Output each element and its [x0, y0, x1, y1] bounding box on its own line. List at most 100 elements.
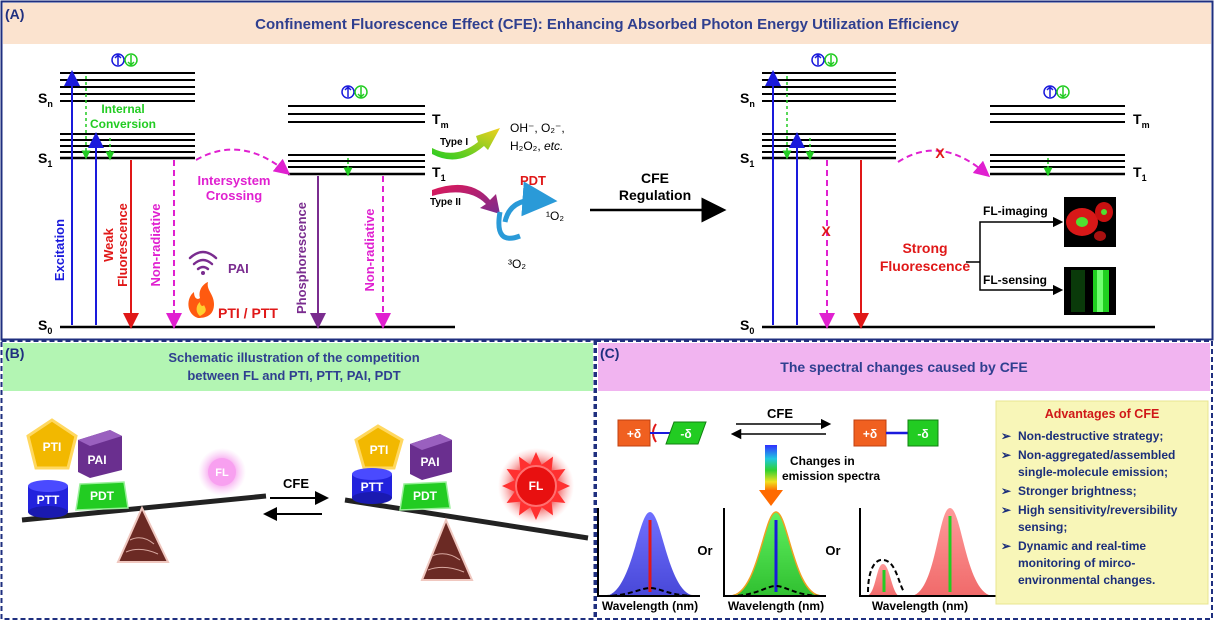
spin-parallel-icon-right — [1043, 85, 1070, 99]
label-sn-left: Sn — [38, 90, 53, 109]
blocked-isc-arrow — [897, 149, 991, 178]
advantage-item-2: Non-aggregated/assembled — [1018, 448, 1175, 462]
advantage-item-1: Non-destructive strategy; — [1018, 429, 1163, 443]
label-tm-left: Tm — [432, 111, 449, 130]
cfe-regulation-label-2: Regulation — [619, 187, 691, 203]
triplet-oxygen-label: ³O₂ — [508, 257, 526, 271]
fl-sensing-image — [1064, 267, 1116, 315]
svg-text:+δ: +δ — [863, 427, 877, 441]
xlabel-2: Wavelength (nm) — [728, 599, 824, 613]
non-radiative-label-2: Non-radiative — [362, 208, 377, 291]
planar-molecule: +δ -δ — [853, 419, 939, 447]
pti-ptt-label: PTI / PTT — [218, 305, 278, 321]
advantage-bullet-icon: ➢ — [1001, 484, 1012, 498]
svg-text:FL: FL — [215, 467, 229, 479]
advantage-bullet-icon: ➢ — [1001, 448, 1012, 462]
fl-imaging-label: FL-imaging — [983, 204, 1048, 218]
o2-cycle-arrow-top — [502, 181, 558, 223]
fire-icon — [188, 282, 214, 318]
changes-label-2: emission spectra — [782, 469, 880, 483]
panel-b-title-1: Schematic illustration of the competitio… — [168, 350, 419, 365]
spectrum-green — [723, 508, 826, 597]
label-tm-right: Tm — [1133, 111, 1150, 130]
application-bracket — [966, 221, 1058, 291]
advantage-item-4: High sensitivity/reversibility — [1018, 503, 1178, 517]
panel-a-header — [3, 3, 1211, 44]
jablonski-right — [762, 72, 1155, 329]
panel-b-header — [3, 343, 593, 391]
non-radiative-label: Non-radiative — [148, 203, 163, 286]
rainbow-down-arrow — [759, 445, 783, 506]
strong-fluorescence-label-2: Fluorescence — [880, 258, 970, 274]
svg-text:FL: FL — [529, 479, 544, 493]
blocked-isc-mark: X — [935, 145, 945, 161]
twisted-molecule: +δ -δ — [617, 419, 707, 447]
advantage-item-5: monitoring of mirco- — [1018, 556, 1135, 570]
internal-conversion-label-2: Conversion — [90, 117, 156, 131]
weak-fluorescence-label-1: Weak — [101, 227, 116, 261]
pdt-block-left: PDT — [75, 481, 129, 511]
type1-label: Type I — [440, 137, 468, 148]
cfe-label-b: CFE — [283, 476, 309, 491]
panel-a-tag: (A) — [5, 6, 24, 22]
advantage-bullet-icon: ➢ — [1001, 503, 1012, 517]
pdt-block-right: PDT — [399, 481, 451, 511]
blocked-nonradiative-mark: X — [821, 223, 831, 239]
isc-label-2: Crossing — [206, 188, 262, 203]
panel-c-title: The spectral changes caused by CFE — [780, 359, 1027, 375]
type1-arrow — [432, 128, 500, 160]
panel-a-frame — [0, 0, 1214, 341]
cfe-label-c: CFE — [767, 406, 793, 421]
spectrum-blue — [597, 508, 700, 597]
wifi-signal-icon — [188, 250, 218, 275]
ptt-block-left: PTT — [28, 480, 68, 518]
pai-label: PAI — [228, 261, 249, 276]
panel-c-header — [598, 343, 1210, 391]
singlet-oxygen-label: ¹O₂ — [546, 209, 564, 223]
svg-text:PAI: PAI — [87, 453, 106, 467]
fl-sensing-label: FL-sensing — [983, 273, 1047, 287]
svg-text:PDT: PDT — [90, 489, 115, 503]
phosphorescence-label: Phosphorescence — [294, 202, 309, 314]
label-s0-left: S0 — [38, 317, 52, 336]
advantage-item-4: sensing; — [1018, 520, 1067, 534]
changes-label-1: Changes in — [790, 454, 855, 468]
pti-block-left: PTI — [26, 418, 78, 470]
fl-glow-left: FL — [198, 448, 246, 496]
type2-label: Type II — [430, 197, 461, 208]
type2-arrow — [432, 184, 500, 214]
label-s0-right: S0 — [740, 317, 754, 336]
label-s1-right: S1 — [740, 150, 754, 169]
panel-b-title-2: between FL and PTI, PTT, PAI, PDT — [187, 368, 400, 383]
advantage-item-3: Stronger brightness; — [1018, 484, 1137, 498]
xlabel-1: Wavelength (nm) — [602, 599, 698, 613]
weak-fluorescence-label-2: Fluorescence — [115, 203, 130, 287]
svg-text:PTI: PTI — [370, 443, 389, 457]
fl-imaging-image — [1064, 197, 1116, 247]
pai-block-left: PAI — [78, 430, 122, 478]
advantage-bullet-icon: ➢ — [1001, 429, 1012, 443]
fl-glow-right: FL — [498, 448, 574, 524]
label-t1-right: T1 — [1133, 164, 1147, 183]
panel-a-title: Confinement Fluorescence Effect (CFE): E… — [255, 16, 959, 33]
label-sn-right: Sn — [740, 90, 755, 109]
advantage-item-2: single-molecule emission; — [1018, 465, 1168, 479]
xlabel-3: Wavelength (nm) — [872, 599, 968, 613]
seesaw-beam-right — [344, 497, 589, 541]
ros-label-1: OH⁻, O₂⁻, — [510, 121, 565, 135]
spin-pair-icon — [111, 53, 138, 67]
seesaw-fulcrum-right — [420, 517, 474, 581]
ros-label-2: H₂O₂, etc. — [510, 139, 563, 153]
label-t1-left: T1 — [432, 164, 446, 183]
spin-parallel-icon — [341, 85, 368, 99]
advantages-list: ➢ Non-destructive strategy; ➢ Non-aggregate… — [1001, 429, 1178, 587]
cfe-regulation-label-1: CFE — [641, 170, 669, 186]
svg-text:-δ: -δ — [680, 427, 691, 441]
advantages-title: Advantages of CFE — [1045, 407, 1160, 421]
pai-block-right: PAI — [410, 434, 452, 480]
advantages-box — [995, 400, 1209, 605]
svg-text:+δ: +δ — [627, 427, 641, 441]
panel-c-tag: (C) — [600, 345, 619, 361]
spin-pair-icon-right — [811, 53, 838, 67]
